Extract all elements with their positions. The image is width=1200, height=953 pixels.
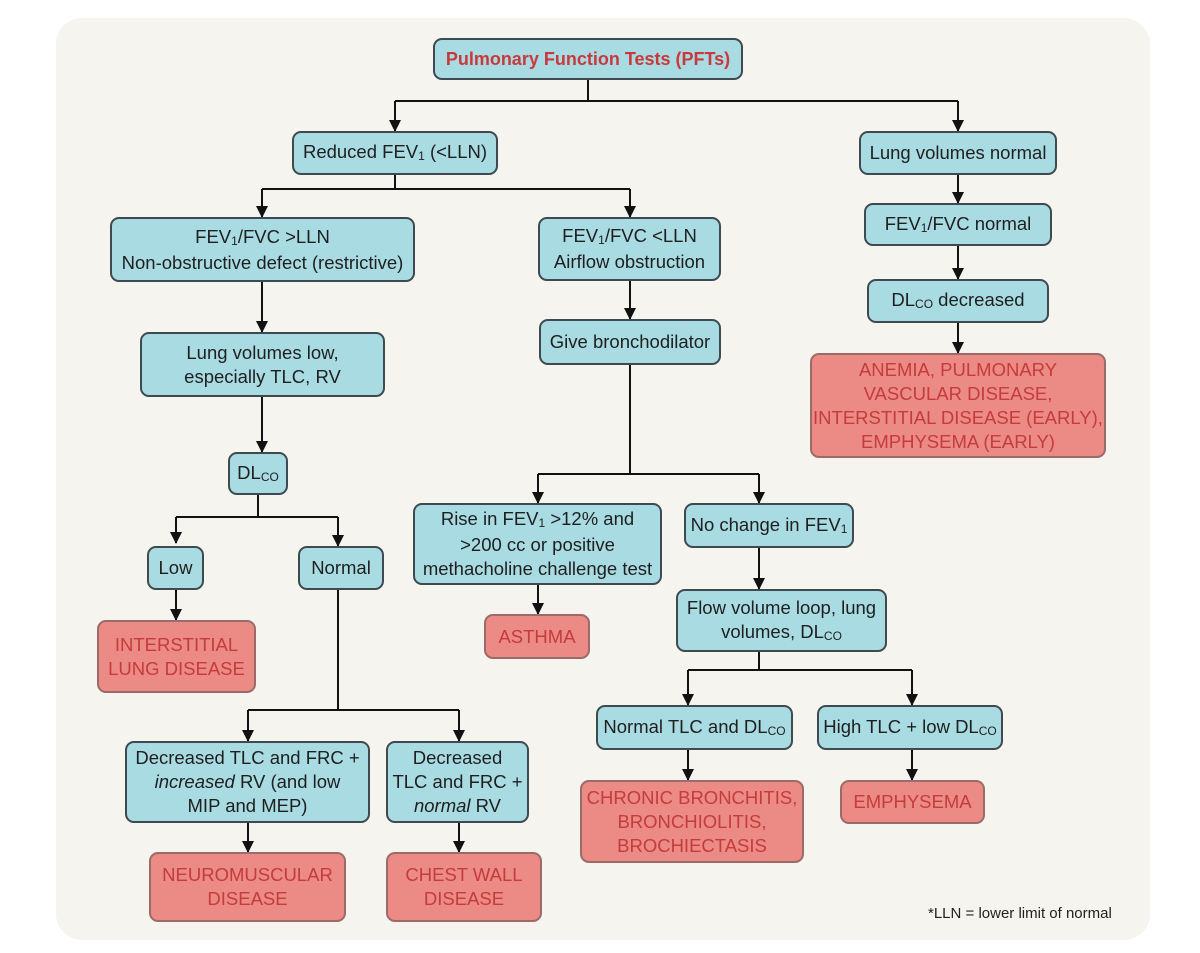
flow-volume-line-2: volumes, DL (721, 620, 824, 642)
dec-inc-italic: increased (154, 771, 235, 792)
node-normal: Normal (298, 546, 384, 590)
high-tlc-sub: CO (978, 723, 997, 738)
chest-wall-line-2: DISEASE (423, 888, 505, 909)
node-dlco: DLCO (228, 452, 288, 495)
dec-norm-rest: RV (470, 795, 502, 816)
lung-volumes-low-line-1: Lung volumes low, (186, 341, 339, 363)
anemia-line-3: INTERSTITIAL DISEASE (EARLY), (813, 406, 1103, 428)
ild-line-1: INTERSTITIAL (114, 633, 239, 655)
dlco-sub: CO (260, 469, 279, 484)
node-lung-volumes-normal: Lung volumes normal (859, 131, 1057, 175)
lung-volumes-normal-text: Lung volumes normal (869, 142, 1047, 163)
dlco-decreased-sub: CO (915, 297, 934, 311)
pfts-title: Pulmonary Function Tests (PFTs) (445, 49, 731, 69)
emphysema-text: EMPHYSEMA (853, 791, 972, 812)
chronic-bronchitis-line-1: CHRONIC BRONCHITIS, (586, 786, 798, 808)
fev1-fvc-normal-sub: 1 (920, 220, 928, 235)
rise-fev1-tail: >12% and (545, 508, 635, 529)
flow-volume-line-1: Flow volume loop, lung (686, 596, 877, 618)
fev-fvc-gt-text: FEV (195, 225, 232, 247)
rise-fev1-line2: >200 cc or positive (460, 534, 615, 555)
dec-inc-rest: RV (and low (234, 771, 341, 792)
reduced-fev1-tail: (<LLN) (424, 141, 488, 162)
fev-fvc-gt-tail: /FVC >LLN (237, 225, 330, 247)
node-normal-tlc-dlco: Normal TLC and DLCO (596, 705, 793, 750)
node-neuromuscular-disease: NEUROMUSCULAR DISEASE (149, 852, 346, 922)
node-dlco-decreased: DLCO decreased (867, 279, 1049, 323)
asthma-text: ASTHMA (498, 625, 576, 647)
chronic-bronchitis-line-2: BRONCHIOLITIS, (617, 810, 767, 832)
dec-norm-line-2: TLC and FRC + (392, 771, 523, 792)
node-low: Low (147, 546, 204, 590)
node-decreased-increased-rv: Decreased TLC and FRC + increased RV (an… (125, 741, 370, 823)
node-no-change-fev1: No change in FEV1 (684, 503, 854, 548)
rise-fev1-line3: methacholine challenge test (422, 558, 653, 579)
node-high-tlc-low-dlco: High TLC + low DLCO (817, 705, 1003, 750)
reduced-fev1-sub: 1 (418, 149, 425, 163)
anemia-line-1: ANEMIA, PULMONARY (858, 358, 1058, 380)
anemia-line-4: EMPHYSEMA (EARLY) (861, 430, 1055, 452)
normal-tlc-sub: CO (767, 723, 786, 738)
fev1-fvc-normal-text: FEV (884, 212, 921, 234)
node-chest-wall-disease: CHEST WALL DISEASE (386, 852, 542, 922)
dec-inc-line-3: MIP and MEP) (187, 795, 308, 816)
node-fev1-fvc-normal: FEV1/FVC normal (864, 203, 1052, 246)
node-chronic-bronchitis: CHRONIC BRONCHITIS, BRONCHIOLITIS, BROCH… (580, 780, 804, 863)
rise-fev1-text: Rise in FEV (440, 508, 539, 529)
neuromuscular-line-2: DISEASE (207, 888, 288, 909)
footnote: *LLN = lower limit of normal (928, 905, 1112, 922)
ild-line-2: LUNG DISEASE (108, 657, 245, 679)
fev-fvc-lt-text: FEV (562, 225, 599, 246)
node-anemia-outcome: ANEMIA, PULMONARY VASCULAR DISEASE, INTE… (810, 353, 1106, 458)
fev-fvc-gt-sub: 1 (231, 233, 238, 248)
node-rise-in-fev1: Rise in FEV1 >12% and >200 cc or positiv… (413, 503, 662, 585)
fev-fvc-lt-line2: Airflow obstruction (553, 251, 706, 272)
normal-text: Normal (311, 557, 371, 578)
flow-volume-sub: CO (823, 628, 842, 643)
fev-fvc-lt-tail: /FVC <LLN (604, 225, 697, 246)
node-lung-volumes-low: Lung volumes low, especially TLC, RV (140, 332, 385, 397)
node-flow-volume-loop: Flow volume loop, lung volumes, DLCO (676, 589, 887, 652)
node-emphysema: EMPHYSEMA (840, 780, 985, 824)
neuromuscular-line-1: NEUROMUSCULAR (162, 864, 333, 885)
no-change-text: No change in FEV (690, 513, 841, 535)
low-text: Low (158, 557, 193, 578)
normal-tlc-text: Normal TLC and DL (603, 715, 768, 737)
chronic-bronchitis-line-3: BROCHIECTASIS (617, 834, 767, 856)
dec-inc-line-1: Decreased TLC and FRC + (135, 747, 360, 768)
node-give-bronchodilator: Give bronchodilator (539, 319, 721, 365)
node-pfts: Pulmonary Function Tests (PFTs) (433, 38, 743, 80)
no-change-sub: 1 (840, 521, 848, 536)
give-bronchodilator-text: Give bronchodilator (549, 331, 711, 352)
fev-fvc-gt-line2: Non-obstructive defect (restrictive) (121, 251, 404, 273)
node-fev1-fvc-lt-lln: FEV1/FVC <LLN Airflow obstruction (538, 217, 721, 281)
dec-norm-line-1: Decreased (412, 747, 503, 768)
rise-fev1-sub: 1 (538, 516, 546, 530)
fev1-fvc-normal-tail: /FVC normal (927, 212, 1032, 234)
fev-fvc-lt-sub: 1 (598, 233, 605, 247)
dec-norm-italic: normal (413, 795, 471, 816)
high-tlc-text: High TLC + low DL (823, 715, 979, 737)
node-reduced-fev1: Reduced FEV1 (<LLN) (292, 131, 498, 175)
lung-volumes-low-line-2: especially TLC, RV (184, 365, 341, 387)
dlco-decreased-text: DL (891, 289, 916, 310)
anemia-line-2: VASCULAR DISEASE, (863, 382, 1053, 404)
chest-wall-line-1: CHEST WALL (405, 864, 523, 885)
node-fev1-fvc-gt-lln: FEV1/FVC >LLN Non-obstructive defect (re… (110, 217, 415, 282)
node-asthma: ASTHMA (484, 614, 590, 659)
dlco-decreased-tail: decreased (933, 289, 1025, 310)
node-interstitial-lung-disease: INTERSTITIAL LUNG DISEASE (97, 620, 256, 693)
node-decreased-normal-rv: Decreased TLC and FRC + normal RV (386, 741, 529, 823)
dlco-text: DL (237, 461, 261, 483)
reduced-fev1-text: Reduced FEV (302, 141, 419, 162)
